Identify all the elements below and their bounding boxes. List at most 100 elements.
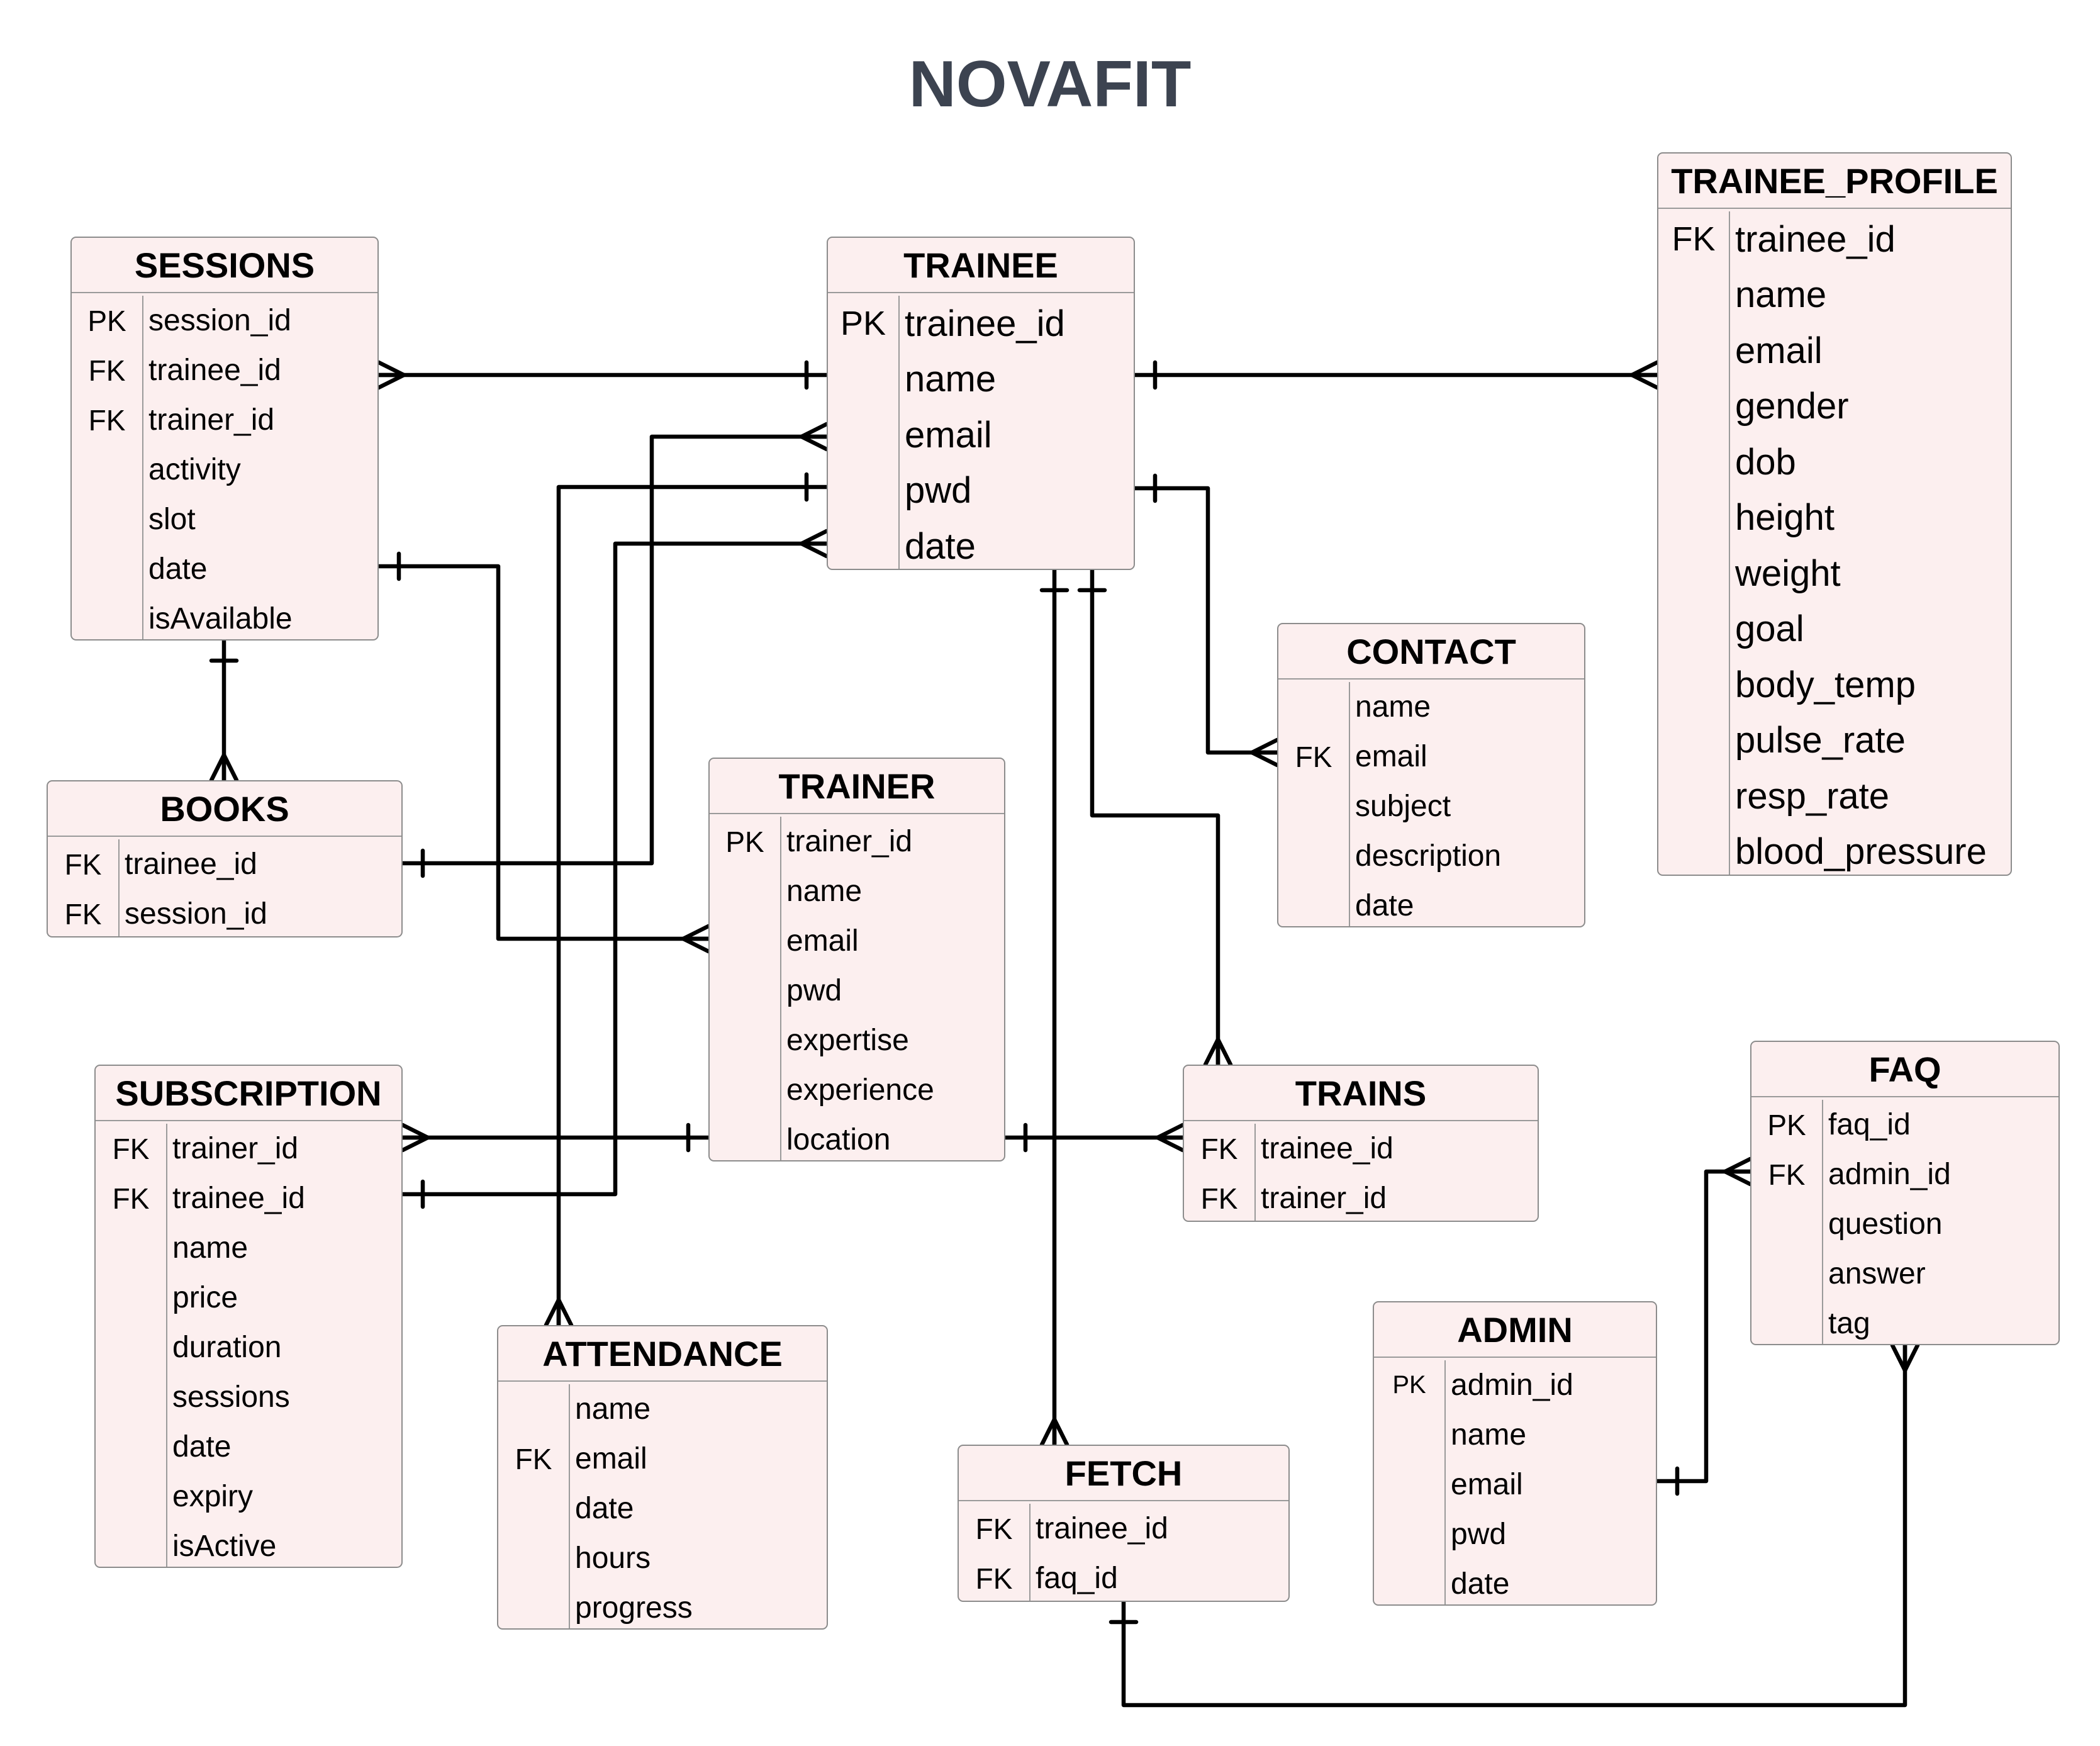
field-name: dob bbox=[1735, 441, 1796, 483]
field-name: body_temp bbox=[1735, 664, 1916, 705]
many-cardinality-marker bbox=[1039, 1417, 1057, 1447]
field-row: isActive bbox=[96, 1521, 401, 1567]
many-cardinality-marker bbox=[221, 753, 239, 783]
field-row: date bbox=[1278, 881, 1584, 926]
field-name: pulse_rate bbox=[1735, 720, 1906, 761]
entity-title: TRAINEE bbox=[828, 238, 1134, 293]
field-row: activity bbox=[72, 445, 377, 495]
field-name: weight bbox=[1735, 552, 1841, 594]
many-cardinality-marker bbox=[1052, 1417, 1070, 1447]
field-name: faq_id bbox=[1036, 1562, 1118, 1595]
key-marker: FK bbox=[1295, 740, 1332, 773]
field-row: expertise bbox=[710, 1016, 1004, 1065]
key-marker: FK bbox=[112, 1132, 150, 1165]
field-name: email bbox=[575, 1442, 647, 1475]
many-cardinality-marker bbox=[1203, 1037, 1220, 1067]
field-name: isAvailable bbox=[148, 602, 293, 635]
field-row: gender bbox=[1658, 379, 2011, 435]
field-row: name bbox=[96, 1223, 401, 1273]
many-cardinality-marker bbox=[799, 541, 829, 559]
field-name: trainee_id bbox=[1735, 218, 1896, 260]
entity-title: TRAINS bbox=[1184, 1066, 1538, 1121]
many-cardinality-marker bbox=[799, 529, 829, 546]
key-marker: FK bbox=[64, 848, 102, 881]
field-row: hours bbox=[498, 1533, 827, 1583]
field-row: FK email bbox=[498, 1434, 827, 1484]
field-row: date bbox=[1374, 1559, 1656, 1604]
field-row: name bbox=[710, 866, 1004, 916]
field-row: date bbox=[96, 1422, 401, 1472]
field-row: isAvailable bbox=[72, 594, 377, 639]
many-cardinality-marker bbox=[1902, 1343, 1920, 1373]
field-row: description bbox=[1278, 831, 1584, 881]
field-name: location bbox=[786, 1123, 891, 1156]
field-row: goal bbox=[1658, 602, 2011, 658]
field-name: hours bbox=[575, 1542, 651, 1575]
field-name: pwd bbox=[905, 470, 972, 512]
field-name: pwd bbox=[786, 974, 842, 1007]
field-name: goal bbox=[1735, 608, 1804, 650]
field-name: subject bbox=[1355, 790, 1451, 823]
field-name: tag bbox=[1828, 1307, 1870, 1340]
many-cardinality-marker bbox=[1155, 1122, 1185, 1140]
key-marker: FK bbox=[64, 897, 102, 931]
many-cardinality-marker bbox=[681, 924, 711, 941]
field-name: answer bbox=[1828, 1257, 1926, 1290]
column-divider bbox=[898, 296, 900, 569]
field-row: expiry bbox=[96, 1472, 401, 1521]
field-name: trainer_id bbox=[1261, 1182, 1387, 1215]
key-marker: FK bbox=[1768, 1158, 1806, 1191]
field-row: experience bbox=[710, 1065, 1004, 1115]
key-marker: FK bbox=[1672, 220, 1716, 259]
entity-title: ADMIN bbox=[1374, 1302, 1656, 1358]
field-name: date bbox=[1451, 1567, 1510, 1601]
field-row: date bbox=[828, 518, 1134, 569]
column-divider bbox=[1349, 682, 1350, 926]
field-row: dob bbox=[1658, 434, 2011, 490]
column-divider bbox=[1729, 211, 1730, 875]
field-row: slot bbox=[72, 495, 377, 544]
field-name: duration bbox=[172, 1331, 282, 1364]
field-name: expertise bbox=[786, 1024, 909, 1057]
field-name: trainee_id bbox=[1036, 1512, 1168, 1545]
field-name: trainer_id bbox=[172, 1132, 299, 1165]
column-divider bbox=[1254, 1124, 1256, 1221]
many-cardinality-marker bbox=[556, 1297, 574, 1328]
key-marker: FK bbox=[515, 1442, 552, 1475]
many-cardinality-marker bbox=[400, 1135, 430, 1153]
field-name: progress bbox=[575, 1591, 693, 1625]
field-name: trainee_id bbox=[905, 303, 1065, 344]
field-row: pwd bbox=[710, 966, 1004, 1016]
field-row: pulse_rate bbox=[1658, 713, 2011, 769]
many-cardinality-marker bbox=[1890, 1343, 1907, 1373]
field-row: subject bbox=[1278, 781, 1584, 831]
field-row: weight bbox=[1658, 546, 2011, 602]
key-marker: PK bbox=[87, 304, 126, 337]
field-row: price bbox=[96, 1273, 401, 1323]
field-row: name bbox=[828, 352, 1134, 408]
field-name: date bbox=[1355, 889, 1414, 922]
many-cardinality-marker bbox=[400, 1122, 430, 1140]
field-name: email bbox=[1735, 330, 1823, 371]
